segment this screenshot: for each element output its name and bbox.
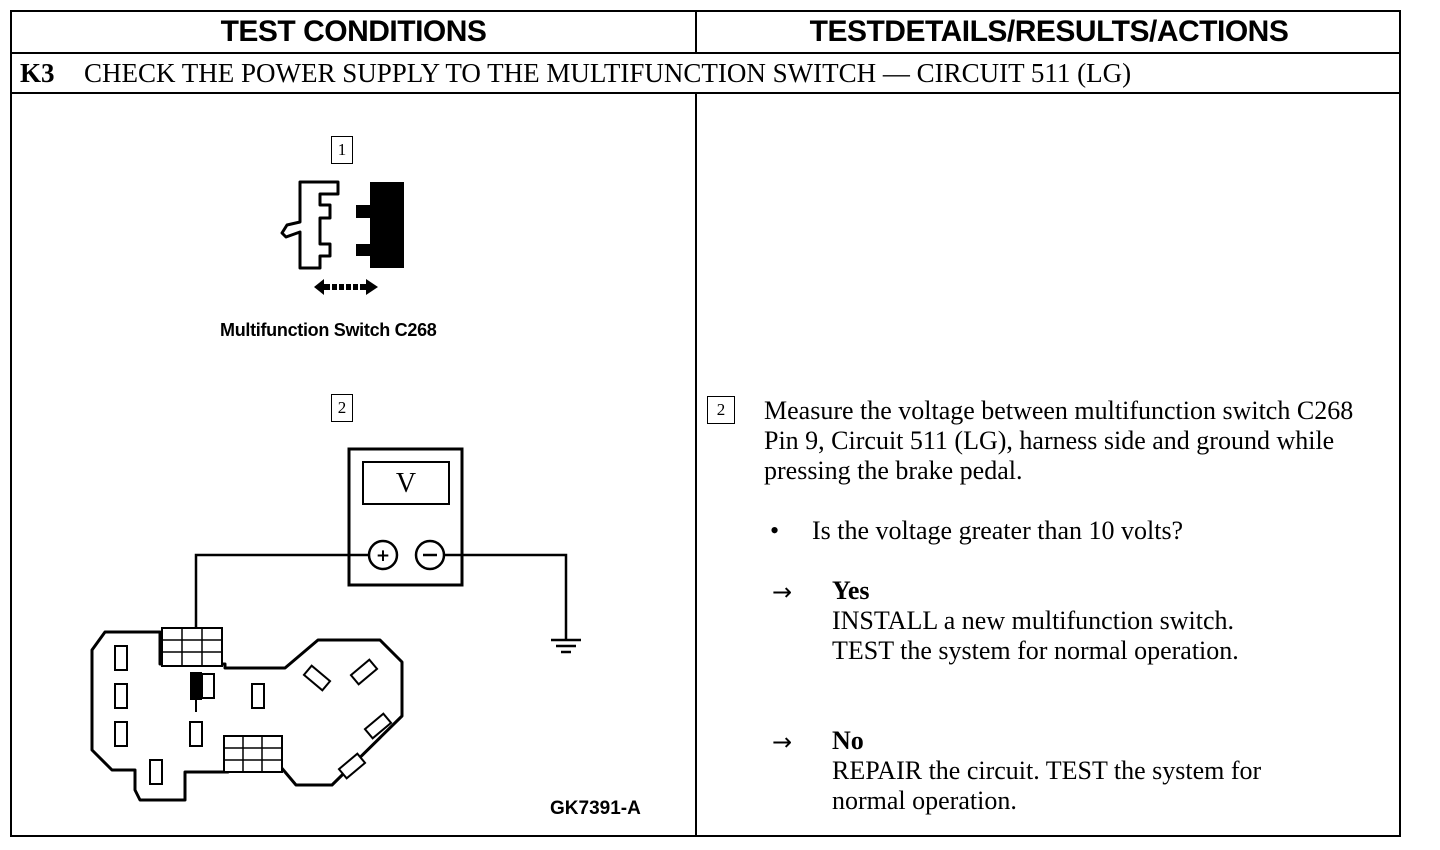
yes-action-2: TEST the system for normal operation. xyxy=(832,636,1239,665)
yes-arrow-icon: → xyxy=(772,578,793,606)
svg-text:+: + xyxy=(376,546,390,566)
step-id: K3 xyxy=(20,57,55,88)
figure-reference: GK7391-A xyxy=(550,798,641,819)
no-answer: No REPAIR the circuit. TEST the system f… xyxy=(832,726,1261,816)
callout-2: 2 xyxy=(331,394,353,422)
yes-label: Yes xyxy=(832,576,870,605)
no-arrow-icon: → xyxy=(772,728,793,756)
yes-action-1: INSTALL a new multifunction switch. xyxy=(832,606,1235,635)
test-conditions-header: TEST CONDITIONS xyxy=(220,15,487,48)
disconnect-arrow-icon xyxy=(314,279,378,295)
header-divider xyxy=(12,52,1399,54)
ground-icon xyxy=(551,638,581,654)
procedure-table: TEST CONDITIONS TESTDETAILS/RESULTS/ACTI… xyxy=(10,10,1401,837)
no-action-2: normal operation. xyxy=(832,786,1017,815)
question-text: Is the voltage greater than 10 volts? xyxy=(812,516,1184,545)
voltmeter-icon: + xyxy=(347,447,464,587)
negative-lead xyxy=(444,553,568,640)
test-details-header: TESTDETAILS/RESULTS/ACTIONS xyxy=(809,15,1289,48)
step-divider xyxy=(12,92,1399,94)
detail-callout-2: 2 xyxy=(707,396,735,424)
callout-1: 1 xyxy=(331,136,353,164)
switch-connector-icon xyxy=(90,627,404,802)
step-row: K3 CHECK THE POWER SUPPLY TO THE MULTIFU… xyxy=(12,54,1399,92)
column-divider-top xyxy=(695,12,697,52)
column-divider-body xyxy=(695,94,697,837)
yes-answer: Yes INSTALL a new multifunction switch. … xyxy=(832,576,1239,666)
step-title: CHECK THE POWER SUPPLY TO THE MULTIFUNCT… xyxy=(84,57,1132,88)
connector-caption: Multifunction Switch C268 xyxy=(220,320,437,340)
instruction-text: Measure the voltage between multifunctio… xyxy=(764,396,1354,485)
test-diagram: + V xyxy=(90,180,581,802)
no-label: No xyxy=(832,726,864,755)
bullet-icon: • xyxy=(770,516,780,545)
no-action-1: REPAIR the circuit. TEST the system for xyxy=(832,756,1262,785)
connector-icon xyxy=(280,180,404,270)
meter-label: V xyxy=(396,468,416,499)
